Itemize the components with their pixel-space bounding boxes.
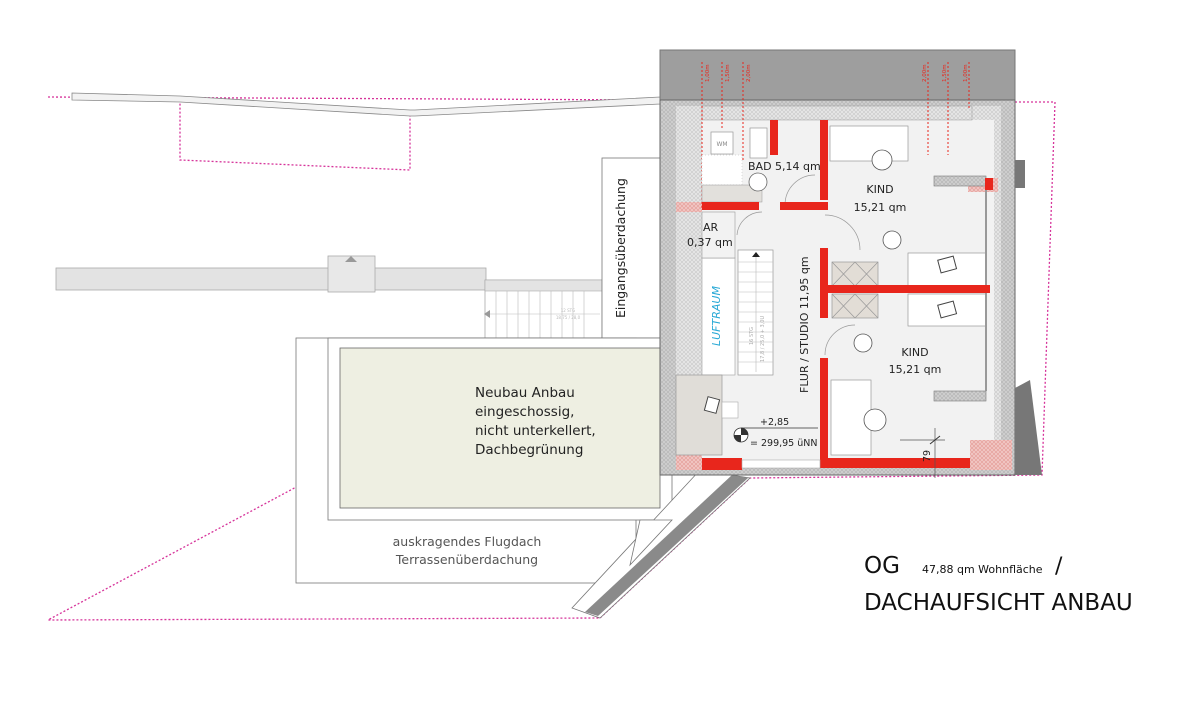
title-block: OG 47,88 qm Wohnfläche / DACHAUFSICHT AN… [864,553,1133,616]
level-marker: +2,85 = 299,95 üNN [733,417,818,449]
laptop-icon [703,396,721,414]
chair [721,401,739,419]
outer-stairs: 12 STG 18,75 / 28,0 [484,279,603,339]
person-icon [871,149,893,171]
diagonal-wall-dark [585,475,748,616]
canopy-line: Terrassenüberdachung [395,552,538,567]
title-area: 47,88 qm Wohnfläche [922,563,1043,576]
person-icon [863,408,887,432]
shower [701,154,743,186]
level-absolute: = 299,95 üNN [750,438,817,449]
height-label: 1,50m [942,64,948,82]
room-label-bad: BAD 5,14 qm [748,160,821,173]
terrace-wall [55,267,487,291]
luftraum-void [701,257,736,376]
toilet [749,127,768,159]
arrow-icon [345,256,357,262]
room-area-kind-1: 15,21 qm [854,201,907,214]
wm-label: WM [716,141,727,148]
roof-projection [659,49,1016,103]
laptop-icon [937,300,958,319]
inner-stairs-dims: 17,8 / 25,0 + 3,0U [760,316,766,362]
door-swing [784,174,816,206]
height-line-labels: 1,00m 1,50m 2,00m 2,00m 1,50m 1,00m [705,64,969,82]
room-label-ar: AR [703,221,719,234]
annex-green-roof [339,347,661,509]
inner-stairs-steps: 16 STG [749,327,755,345]
bed [829,125,909,162]
height-lines [701,62,970,210]
annex-line: eingeschossig, [475,404,574,420]
desk [675,374,723,456]
luftraum-label: LUFTRAUM [710,286,723,346]
outer-stairs-steps: 12 STG [561,308,575,313]
entrance-canopy-label: Eingangsüberdachung [613,178,628,318]
chimney [1015,160,1025,188]
dimension-label: 79 [922,450,933,462]
room-label-kind-1: KIND [866,183,893,196]
dimension-79: 79 [900,428,945,478]
person-icon [853,333,873,353]
room-label-kind-2: KIND [901,346,928,359]
annex-label: Neubau Anbau eingeschossig, nicht unterk… [475,385,596,458]
inner-stairs: 16 STG 17,8 / 25,0 + 3,0U [737,249,774,376]
level-relative: +2,85 [760,417,789,428]
entrance-canopy [601,157,661,339]
canopy-line: auskragendes Flugdach [393,534,542,549]
annex-line: Dachbegrünung [475,442,583,458]
roof-edge-top [71,92,661,117]
new-walls [702,120,993,470]
shafts [831,261,879,319]
height-label: 1,00m [963,64,969,82]
height-label: 1,50m [725,64,731,82]
title-subtitle: DACHAUFSICHT ANBAU [864,590,1133,616]
height-label: 1,00m [705,64,711,82]
person-icon [882,230,902,250]
laptop-icon [937,255,958,274]
washing-machine [710,131,734,155]
annex-line: nicht unterkellert, [475,423,596,439]
room-label-flur: FLUR / STUDIO 11,95 qm [798,256,811,393]
person-icon [748,172,768,192]
room-area-kind-2: 15,21 qm [889,363,942,376]
annex-line: Neubau Anbau [475,385,575,401]
room-area-ar: 0,37 qm [687,236,733,249]
canopy-label: auskragendes Flugdach Terrassenüberdachu… [393,534,542,567]
title-level: OG [864,553,900,579]
title-slash: / [1055,554,1063,579]
height-label: 2,00m [746,64,752,82]
height-label: 2,00m [922,64,928,82]
outer-stairs-dims: 18,75 / 28,0 [556,315,581,320]
